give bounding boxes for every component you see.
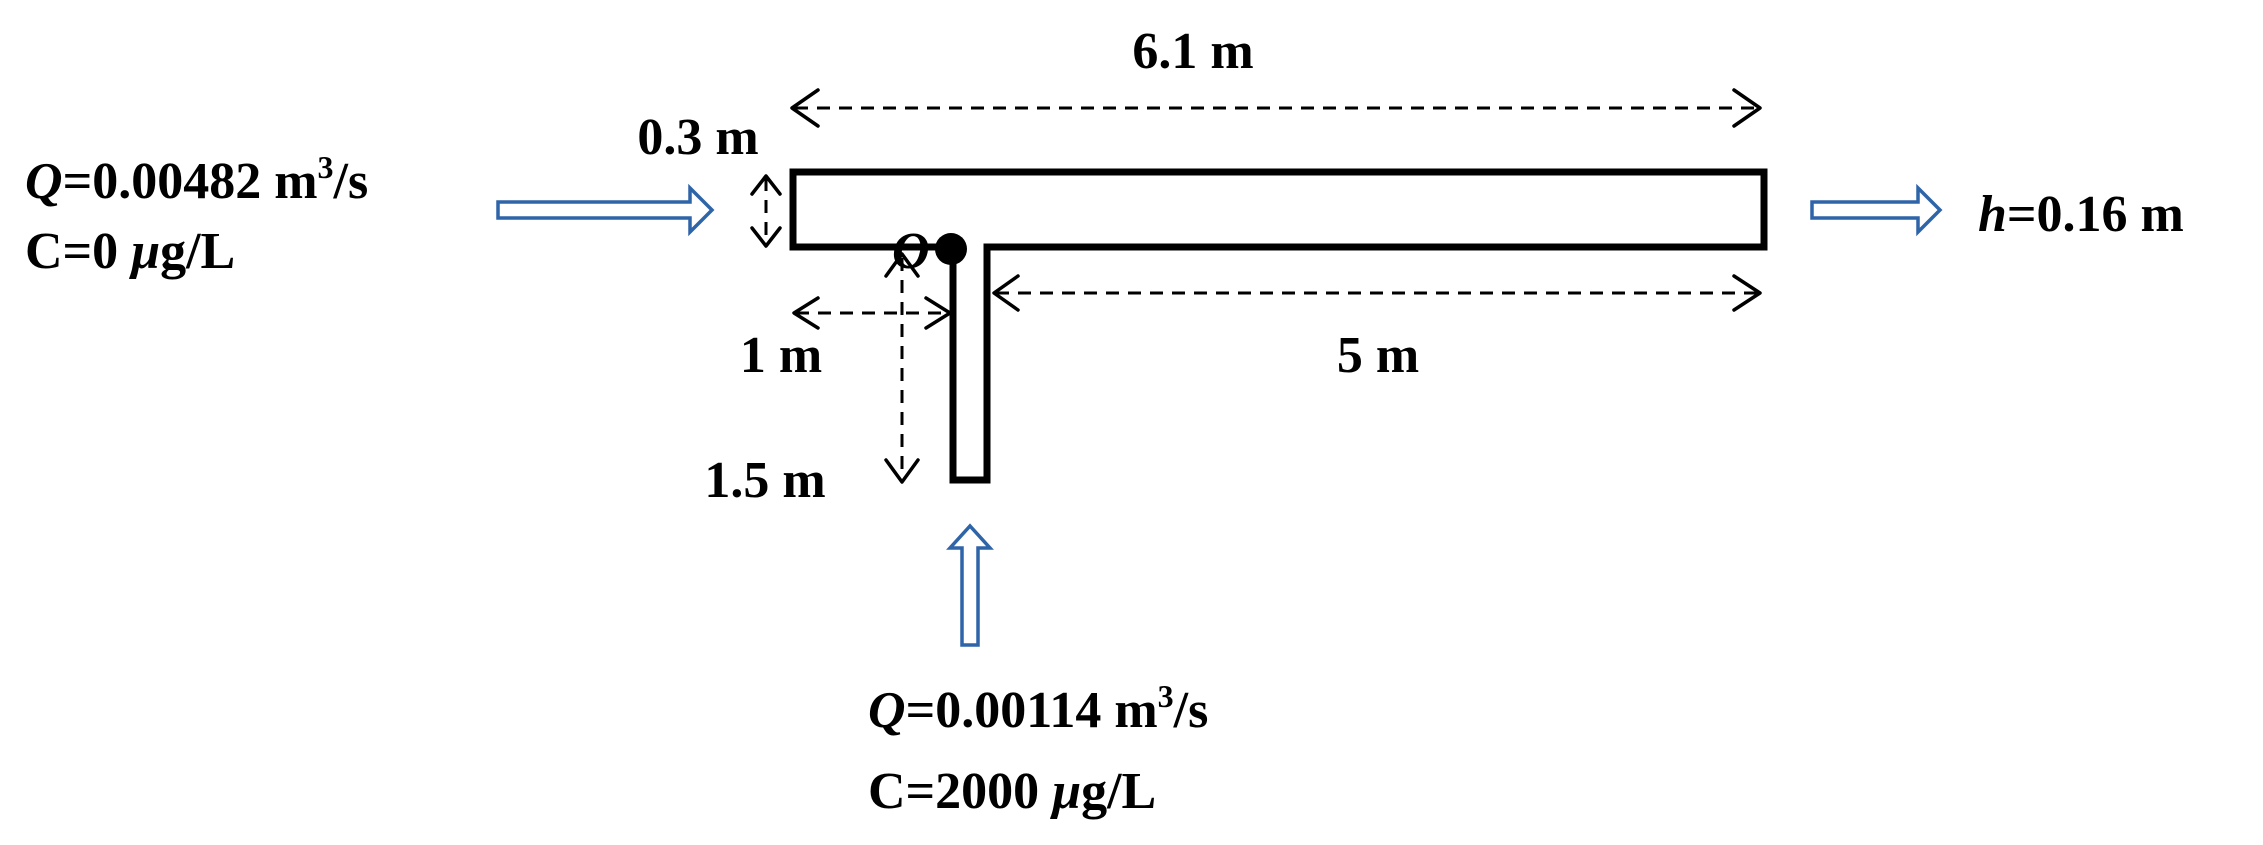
dimension-width: 0.3 m xyxy=(637,109,782,248)
inlet-branch-label: Q=0.00114 m3/s C=2000 μg/L xyxy=(868,678,1208,820)
origin-point xyxy=(935,233,967,265)
dimension-branch-length: 1.5 m xyxy=(704,252,920,509)
dimension-total-length: 6.1 m xyxy=(790,23,1762,128)
inlet-main-label: Q=0.00482 m3/s C=0 μg/L xyxy=(25,149,368,280)
channel-outline xyxy=(789,168,1768,484)
inlet-branch-arrow-icon xyxy=(946,523,994,647)
outlet-arrow-icon xyxy=(1810,183,1943,237)
svg-text:Q=0.00114 m3/s: Q=0.00114 m3/s xyxy=(868,678,1208,739)
total-length-label: 6.1 m xyxy=(1132,23,1253,80)
outlet-label: h=0.16 m xyxy=(1978,186,2184,243)
downstream-length-label: 5 m xyxy=(1337,327,1419,384)
svg-text:h=0.16 m: h=0.16 m xyxy=(1978,186,2184,243)
dimension-upstream-length: 1 m xyxy=(740,296,952,384)
svg-text:C=2000 μg/L: C=2000 μg/L xyxy=(868,763,1156,820)
dimension-downstream-length: 5 m xyxy=(992,274,1762,384)
origin-label: O xyxy=(892,223,930,280)
width-label: 0.3 m xyxy=(637,109,758,166)
svg-text:C=0 μg/L: C=0 μg/L xyxy=(25,223,235,280)
upstream-length-label: 1 m xyxy=(740,327,822,384)
inlet-main-arrow-icon xyxy=(496,183,715,237)
svg-text:Q=0.00482 m3/s: Q=0.00482 m3/s xyxy=(25,149,368,210)
branch-length-label: 1.5 m xyxy=(704,452,825,509)
